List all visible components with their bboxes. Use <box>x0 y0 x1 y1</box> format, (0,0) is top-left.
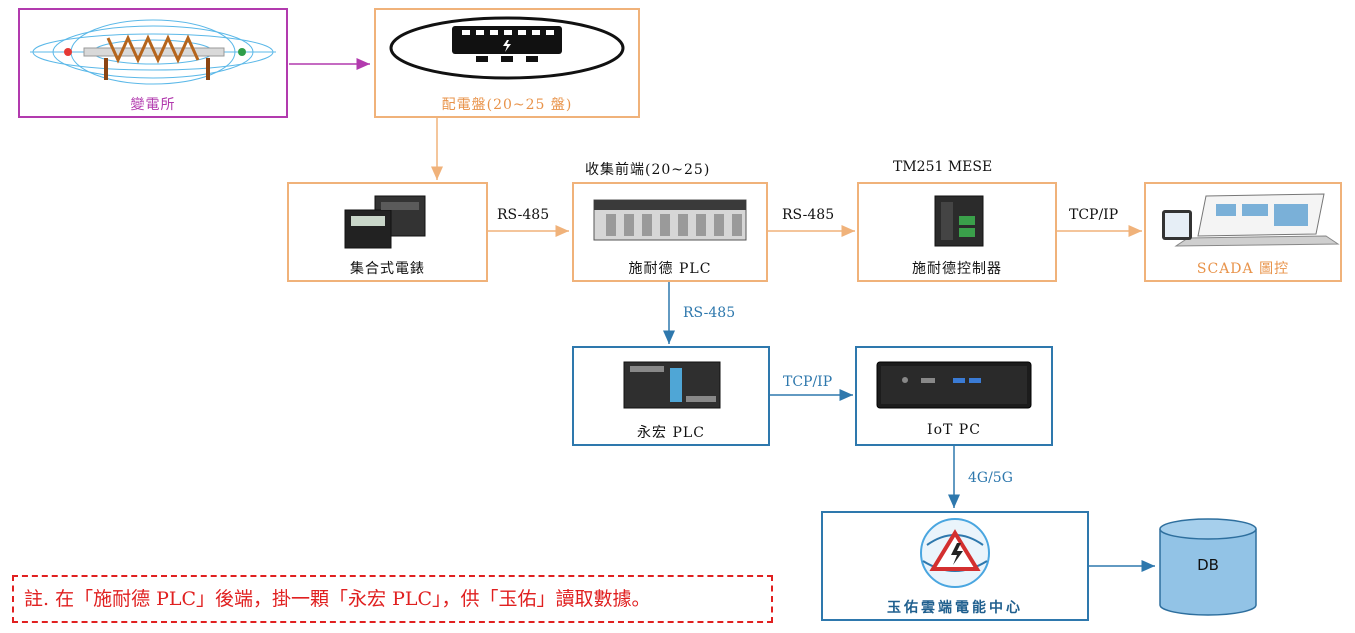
mini-pc-icon <box>876 361 1032 409</box>
substation-label: 變電所 <box>130 97 176 113</box>
note-box: 註. 在「施耐德 PLC」後端，掛一顆「永宏 PLC」，供「玉佑」讀取數據。 <box>12 575 773 623</box>
plc-rack-icon <box>593 199 747 241</box>
power-strip-icon <box>389 16 625 80</box>
controller-label: 施耐德控制器 <box>912 261 1002 277</box>
switchboard-label: 配電盤(20~25 盤) <box>441 97 573 113</box>
meter-node[interactable]: 集合式電錶 <box>287 182 488 282</box>
power-meter-icon <box>344 195 426 249</box>
iot-pc-label: IoT PC <box>927 422 981 438</box>
scada-label: SCADA 圖控 <box>1196 261 1290 277</box>
controller-node[interactable]: 施耐德控制器 <box>857 182 1057 282</box>
switchboard-node[interactable]: 配電盤(20~25 盤) <box>374 8 640 118</box>
database-icon[interactable] <box>1158 517 1258 617</box>
edge-iot-cloud-label: 4G/5G <box>968 470 1013 486</box>
controller-title: TM251 MESE <box>893 159 993 175</box>
edge-plc-yonghong-label: RS-485 <box>683 305 736 321</box>
iot-pc-node[interactable]: IoT PC <box>855 346 1053 446</box>
cloud-power-icon <box>920 518 990 588</box>
laptop-tablet-icon <box>1162 193 1340 247</box>
cloud-node[interactable]: 玉佑雲端電能中心 <box>821 511 1089 621</box>
magnetic-coil-icon <box>30 19 276 85</box>
scada-node[interactable]: SCADA 圖控 <box>1144 182 1342 282</box>
edge-plc-controller-label: RS-485 <box>782 207 835 223</box>
plc-schneider-title: 收集前端(20~25) <box>585 162 711 178</box>
plc-schneider-label: 施耐德 PLC <box>628 261 712 277</box>
edge-meter-plc-label: RS-485 <box>497 207 550 223</box>
plc-yonghong-node[interactable]: 永宏 PLC <box>572 346 770 446</box>
db-label: DB <box>1197 556 1219 574</box>
edge-yonghong-iot-label: TCP/IP <box>783 374 833 390</box>
controller-icon <box>934 195 984 247</box>
meter-label: 集合式電錶 <box>350 261 425 277</box>
plc-unit-icon <box>623 361 721 409</box>
plc-schneider-node[interactable]: 施耐德 PLC <box>572 182 768 282</box>
substation-node[interactable]: 變電所 <box>18 8 288 118</box>
plc-yonghong-label: 永宏 PLC <box>637 425 705 441</box>
edge-controller-scada-label: TCP/IP <box>1069 207 1119 223</box>
cloud-label: 玉佑雲端電能中心 <box>887 600 1023 616</box>
